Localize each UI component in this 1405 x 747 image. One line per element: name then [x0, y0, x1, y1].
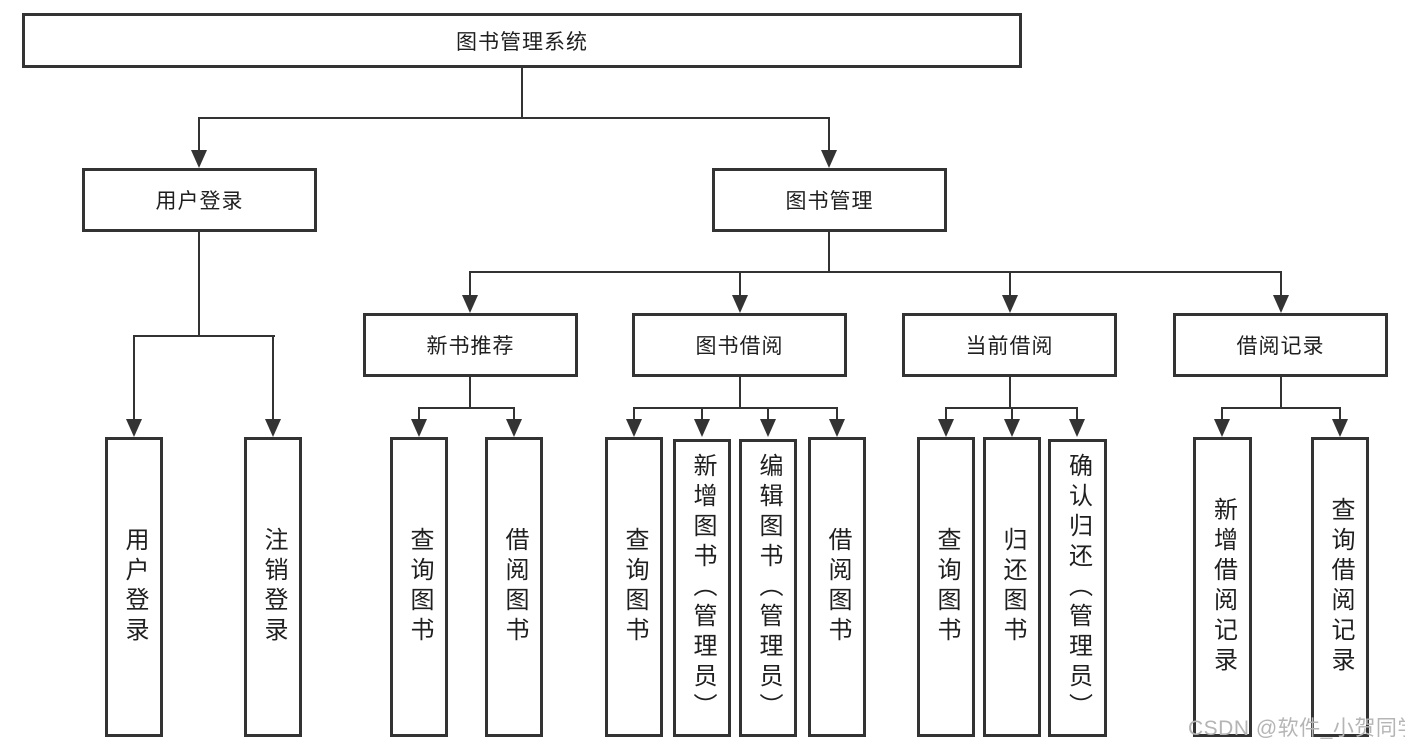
leaf-borrowing-borrow-books: 借阅图书: [808, 437, 866, 737]
leaf-label: 确认归还（管理员）: [1064, 453, 1092, 723]
arrowhead-down-icon: [265, 419, 281, 437]
leaf-current-query-books: 查询图书: [917, 437, 975, 737]
connector-vline: [198, 117, 200, 153]
connector-hline: [418, 407, 515, 409]
connector-vline: [469, 271, 471, 301]
arrowhead-down-icon: [1069, 419, 1085, 437]
node-borrow-records: 借阅记录: [1173, 313, 1388, 377]
leaf-label: 新增图书（管理员）: [689, 453, 716, 723]
arrowhead-down-icon: [694, 419, 710, 437]
leaf-label: 借阅图书: [824, 527, 851, 647]
node-label: 用户登录: [155, 190, 244, 213]
arrowhead-down-icon: [829, 419, 845, 437]
node-label: 图书管理系统: [456, 30, 588, 54]
csdn-watermark: CSDN @软件_小贺同学: [1188, 717, 1405, 740]
node-current-borrowing: 当前借阅: [902, 313, 1117, 377]
connector-vline: [701, 407, 703, 423]
leaf-label: 编辑图书（管理员）: [755, 453, 782, 723]
connector-vline: [633, 407, 635, 423]
connector-vline: [1280, 271, 1282, 301]
leaf-borrowing-add-books-admin: 新增图书（管理员）: [673, 439, 731, 737]
node-new-book-recommend: 新书推荐: [363, 313, 578, 377]
connector-vline: [1221, 407, 1223, 423]
node-library-management-system: 图书管理系统: [22, 13, 1022, 68]
node-book-borrowing: 图书借阅: [632, 313, 847, 377]
leaf-records-query-borrow-record: 查询借阅记录: [1311, 437, 1369, 737]
leaf-current-return-books: 归还图书: [983, 437, 1041, 737]
arrowhead-down-icon: [1273, 295, 1289, 313]
leaf-label: 用户登录: [121, 527, 148, 647]
connector-vline: [767, 407, 769, 423]
connector-vline: [1009, 377, 1011, 409]
connector-hline: [198, 117, 830, 119]
leaf-borrowing-query-books: 查询图书: [605, 437, 663, 737]
node-book-management: 图书管理: [712, 168, 947, 232]
connector-hline: [1221, 407, 1341, 409]
leaf-label: 注销登录: [260, 527, 287, 647]
connector-vline: [1280, 377, 1282, 409]
arrowhead-down-icon: [732, 295, 748, 313]
arrowhead-down-icon: [411, 419, 427, 437]
leaf-recommend-borrow-books: 借阅图书: [485, 437, 543, 737]
arrowhead-down-icon: [760, 419, 776, 437]
arrowhead-down-icon: [462, 295, 478, 313]
connector-vline: [1011, 407, 1013, 423]
arrowhead-down-icon: [821, 150, 837, 168]
node-label: 借阅记录: [1236, 335, 1325, 358]
arrowhead-down-icon: [938, 419, 954, 437]
connector-vline: [1009, 271, 1011, 301]
leaf-label: 查询图书: [933, 527, 960, 647]
node-label: 新书推荐: [426, 335, 515, 358]
leaf-records-add-borrow-record: 新增借阅记录: [1193, 437, 1252, 737]
connector-vline: [836, 407, 838, 423]
leaf-label: 查询图书: [621, 527, 648, 647]
connector-hline: [133, 335, 275, 337]
leaf-current-confirm-return-admin: 确认归还（管理员）: [1048, 439, 1107, 737]
leaf-recommend-query-books: 查询图书: [390, 437, 448, 737]
connector-vline: [513, 407, 515, 423]
connector-vline: [198, 232, 200, 337]
node-user-login-group: 用户登录: [82, 168, 317, 232]
connector-hline: [633, 407, 838, 409]
leaf-label: 新增借阅记录: [1209, 497, 1237, 677]
connector-vline: [739, 271, 741, 301]
connector-vline: [469, 377, 471, 409]
leaf-label: 借阅图书: [501, 527, 528, 647]
arrowhead-down-icon: [506, 419, 522, 437]
connector-vline: [1076, 407, 1078, 423]
arrowhead-down-icon: [1214, 419, 1230, 437]
arrowhead-down-icon: [626, 419, 642, 437]
connector-vline: [828, 117, 830, 153]
connector-vline: [1339, 407, 1341, 423]
connector-vline: [418, 407, 420, 423]
leaf-label: 查询图书: [406, 527, 433, 647]
connector-vline: [739, 377, 741, 409]
arrowhead-down-icon: [1332, 419, 1348, 437]
leaf-logout: 注销登录: [244, 437, 302, 737]
arrowhead-down-icon: [1002, 295, 1018, 313]
connector-vline: [828, 232, 830, 273]
leaf-label: 查询借阅记录: [1327, 497, 1354, 677]
connector-vline: [272, 335, 274, 423]
arrowhead-down-icon: [191, 150, 207, 168]
node-label: 当前借阅: [965, 335, 1054, 358]
arrowhead-down-icon: [126, 419, 142, 437]
node-label: 图书借阅: [695, 335, 784, 358]
connector-vline: [521, 68, 523, 119]
connector-vline: [133, 335, 135, 423]
leaf-user-login: 用户登录: [105, 437, 163, 737]
leaf-borrowing-edit-books-admin: 编辑图书（管理员）: [739, 439, 797, 737]
connector-hline: [469, 271, 1282, 273]
node-label: 图书管理: [785, 190, 874, 213]
leaf-label: 归还图书: [999, 527, 1026, 647]
connector-vline: [945, 407, 947, 423]
arrowhead-down-icon: [1004, 419, 1020, 437]
